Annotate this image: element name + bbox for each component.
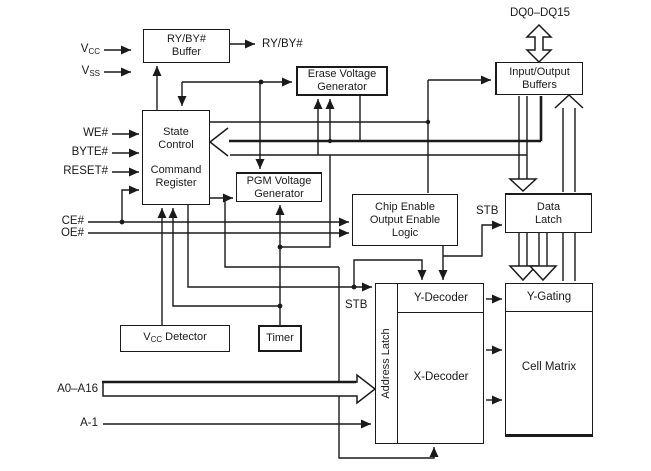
x-decoder-label: X-Decoder [413, 371, 469, 383]
pin-we: WE# [83, 127, 108, 139]
erase-gen-label-2: Generator [317, 81, 367, 93]
pin-reset: RESET# [63, 165, 108, 177]
block-state-control-command-register: State Control Command Register [142, 110, 210, 205]
state-control-label-3: Command [150, 163, 202, 176]
block-data-latch: Data Latch [505, 193, 592, 233]
ryby-buffer-label-1: RY/BY# [167, 33, 206, 45]
block-vcc-detector: VCC Detector [120, 325, 230, 352]
data-latch-label-2: Latch [535, 213, 562, 226]
ryby-buffer-label-2: Buffer [171, 46, 202, 58]
block-ryby-buffer: RY/BY# Buffer [143, 29, 230, 63]
address-latch-divider [397, 284, 399, 443]
pin-addr-bus: A0–A16 [57, 383, 98, 395]
y-gating-label: Y-Gating [526, 291, 572, 303]
io-buffers-label-2: Buffers [522, 78, 557, 91]
block-chip-enable-output-enable-logic: Chip Enable Output Enable Logic [352, 194, 458, 246]
state-control-label-1: State [163, 125, 189, 138]
y-decoder-label: Y-Decoder [414, 292, 468, 304]
pgm-gen-label-2: Generator [254, 187, 304, 200]
pin-oe: OE# [60, 227, 84, 239]
block-pgm-voltage-generator: PGM Voltage Generator [236, 172, 322, 202]
io-buffers-label-1: Input/Output [509, 65, 570, 78]
block-io-buffers: Input/Output Buffers [495, 62, 583, 95]
pin-a-minus-1: A-1 [80, 417, 98, 429]
block-erase-voltage-generator: Erase Voltage Generator [296, 66, 388, 96]
pin-dq-bus: DQ0–DQ15 [509, 7, 571, 19]
pin-vcc: VCC [80, 43, 100, 56]
vcc-detector-label: VCC Detector [143, 331, 207, 344]
stb-data-latch-label: STB [476, 205, 499, 217]
stb-address-latch-label: STB [345, 299, 368, 311]
state-control-label-4: Register [155, 176, 197, 189]
block-y-gating-cell-matrix [505, 283, 593, 437]
block-address-latch-decoders [375, 283, 484, 444]
pin-vss: VSS [81, 65, 100, 78]
ce-oe-logic-label-1: Chip Enable [375, 200, 435, 213]
erase-gen-label-1: Erase Voltage [307, 68, 377, 80]
cell-matrix-label: Cell Matrix [521, 361, 577, 373]
timer-label: Timer [266, 332, 294, 344]
pin-byte: BYTE# [71, 146, 108, 158]
block-timer: Timer [258, 325, 302, 352]
data-latch-label-1: Data [536, 200, 561, 213]
ce-oe-logic-label-3: Logic [391, 226, 419, 239]
y-decoder-divider [398, 312, 483, 314]
ce-oe-logic-label-2: Output Enable [369, 213, 441, 226]
state-control-label-2: Control [158, 138, 194, 151]
address-latch-label: Address Latch [380, 328, 392, 399]
y-gating-divider [506, 311, 592, 313]
pin-ryby-out: RY/BY# [262, 38, 303, 50]
pgm-gen-label-1: PGM Voltage [246, 174, 312, 187]
pin-ce: CE# [61, 215, 84, 227]
